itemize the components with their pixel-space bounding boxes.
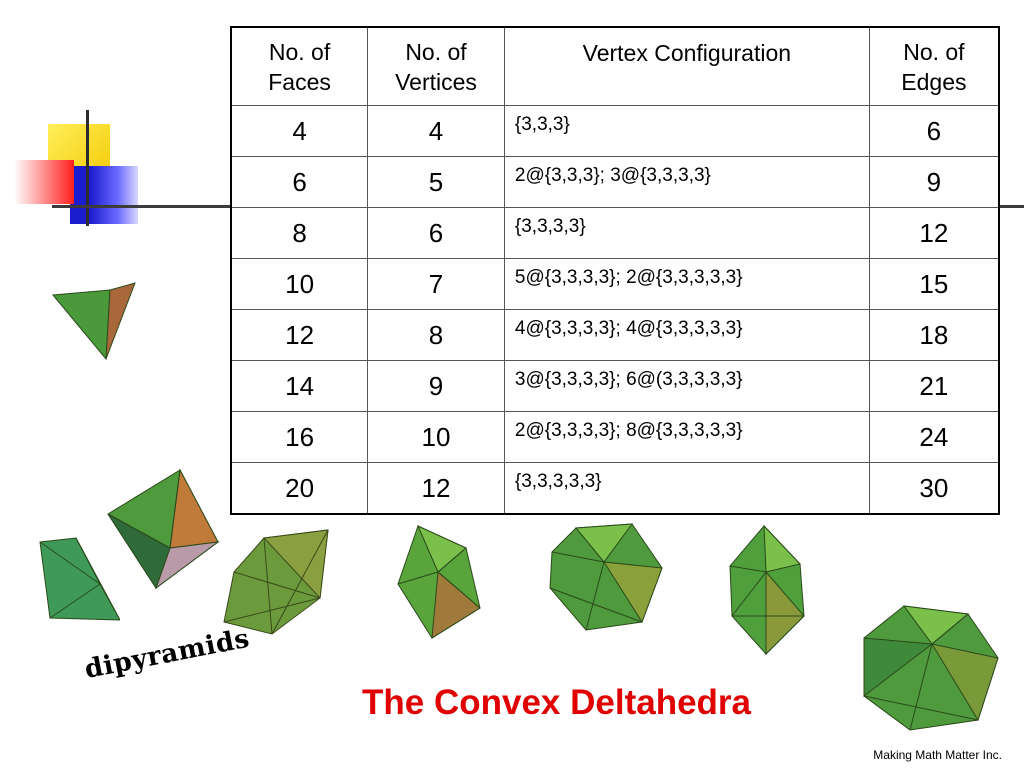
cell-vertex-configuration: 5@{3,3,3,3}; 2@{3,3,3,3,3} [503, 258, 870, 310]
credit-text: Making Math Matter Inc. [873, 748, 1002, 762]
cell-vertex-configuration: 2@{3,3,3}; 3@{3,3,3,3} [503, 156, 870, 208]
tetrahedron-icon [52, 282, 136, 361]
cell-vertex-configuration: {3,3,3,3} [503, 207, 870, 259]
cell-faces: 16 [230, 411, 369, 463]
octahedron-icon [107, 468, 220, 590]
decorative-red-square [14, 160, 74, 204]
header-edges: No. of Edges [868, 26, 1000, 106]
dipyramids-label: dipyramids [82, 623, 253, 685]
cell-edges: 15 [868, 258, 1000, 310]
triangular-dipyramid-icon [39, 537, 120, 621]
cell-vertices: 7 [367, 258, 505, 310]
cell-edges: 30 [868, 462, 1000, 515]
cell-vertex-configuration: 4@{3,3,3,3}; 4@{3,3,3,3,3} [503, 309, 870, 361]
cell-vertices: 6 [367, 207, 505, 259]
header-faces: No. of Faces [230, 26, 369, 106]
cell-vertices: 5 [367, 156, 505, 208]
decorative-vertical-line [86, 110, 89, 226]
cell-vertex-configuration: 2@{3,3,3,3}; 8@{3,3,3,3,3} [503, 411, 870, 463]
cell-faces: 8 [230, 207, 369, 259]
cell-vertex-configuration: {3,3,3} [503, 105, 870, 157]
cell-vertices: 9 [367, 360, 505, 412]
snub-disphenoid-icon [397, 525, 481, 639]
cell-faces: 6 [230, 156, 369, 208]
table-header-row: No. of Faces No. of Vertices Vertex Conf… [230, 26, 1000, 106]
cell-edges: 9 [868, 156, 1000, 208]
header-vertex-configuration: Vertex Configuration [503, 26, 870, 106]
deltahedra-table: No. of Faces No. of Vertices Vertex Conf… [230, 26, 1000, 515]
decorative-blue-square [70, 166, 138, 224]
cell-vertices: 12 [367, 462, 505, 515]
pentagonal-dipyramid-icon [223, 529, 329, 635]
header-vertices: No. of Vertices [367, 26, 505, 106]
cell-edges: 21 [868, 360, 1000, 412]
cell-vertices: 10 [367, 411, 505, 463]
cell-vertex-configuration: 3@{3,3,3,3}; 6@(3,3,3,3,3} [503, 360, 870, 412]
cell-edges: 12 [868, 207, 1000, 259]
cell-edges: 18 [868, 309, 1000, 361]
gyroelongated-dipyramid-icon [729, 524, 805, 656]
cell-vertex-configuration: {3,3,3,3,3} [503, 462, 870, 515]
cell-faces: 10 [230, 258, 369, 310]
icosahedron-icon [863, 605, 999, 731]
triaugmented-prism-icon [549, 523, 663, 631]
cell-edges: 24 [868, 411, 1000, 463]
cell-vertices: 8 [367, 309, 505, 361]
cell-faces: 12 [230, 309, 369, 361]
cell-edges: 6 [868, 105, 1000, 157]
cell-faces: 4 [230, 105, 369, 157]
cell-faces: 20 [230, 462, 369, 515]
cell-faces: 14 [230, 360, 369, 412]
page-title: The Convex Deltahedra [362, 683, 751, 722]
cell-vertices: 4 [367, 105, 505, 157]
